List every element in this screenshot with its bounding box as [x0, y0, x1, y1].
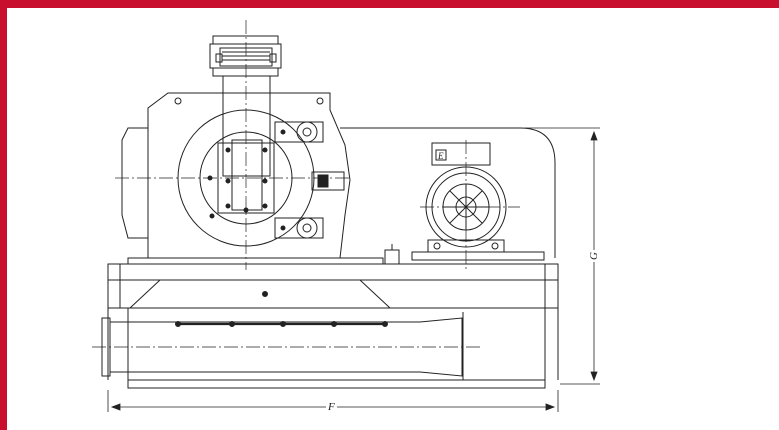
tensioner-fitting — [384, 244, 400, 265]
belt-guard — [340, 127, 556, 258]
feed-hopper — [209, 35, 282, 77]
door-hinges — [274, 121, 345, 239]
top-accent-bar — [0, 0, 779, 8]
dimension-g-label: G — [587, 250, 600, 262]
dimension-f-label: F — [326, 401, 337, 413]
electric-motor — [411, 140, 545, 270]
motor-terminal-mark: E — [438, 151, 444, 161]
base-plate — [107, 257, 559, 309]
rotor-door — [115, 109, 350, 247]
mill-housing — [121, 92, 351, 259]
screw-conveyor — [92, 279, 559, 389]
feed-chute — [222, 20, 271, 270]
left-accent-bar — [0, 0, 7, 430]
